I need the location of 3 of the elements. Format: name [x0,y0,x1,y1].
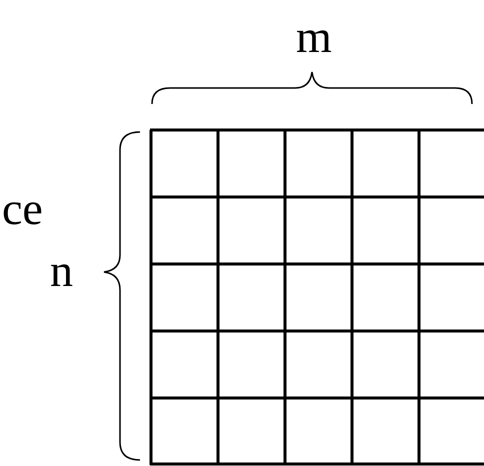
label: n [50,248,73,294]
label: ce [2,186,43,232]
label: m [296,14,332,60]
